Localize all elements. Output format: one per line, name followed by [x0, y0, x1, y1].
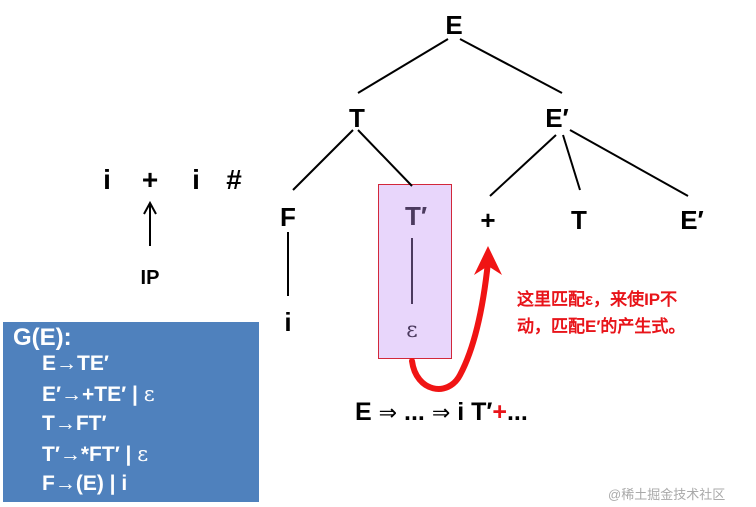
watermark: @稀土掘金技术社区: [608, 487, 726, 502]
node-t2: T: [571, 205, 587, 235]
derive-arrow-icon: ⇒: [431, 401, 451, 426]
node-epsilon: ε: [406, 318, 418, 343]
grammar-rule-3: T→FT′: [42, 412, 107, 436]
ip-pointer-label: IP: [140, 267, 160, 289]
node-tprime: T′: [404, 201, 428, 231]
edge-e-eprime: [459, 38, 563, 94]
edge-t-f: [292, 129, 354, 191]
node-plus: +: [480, 205, 496, 235]
input-symbol-1: i: [103, 164, 111, 195]
grammar-rule-4: T′→*FT′ | ε: [42, 442, 148, 467]
epsilon-symbol: ε: [143, 382, 155, 406]
node-f: F: [280, 202, 296, 232]
derivation-end: ...: [506, 398, 528, 426]
derivation-tail: i T′: [457, 398, 493, 426]
rule-text: F→(E) | i: [42, 472, 128, 495]
edge-eprime-plus: [489, 134, 557, 197]
epsilon-symbol: ε: [137, 442, 149, 466]
derivation: E ⇒ ... ⇒ i T′+...: [355, 398, 528, 427]
grammar-rule-5: F→(E) | i: [42, 472, 127, 496]
rule-text: T→FT′: [42, 412, 107, 435]
annotation-line-1: 这里匹配ε，来使IP不: [517, 290, 678, 309]
node-e-root: E: [445, 10, 463, 40]
grammar-title: G(E):: [13, 324, 72, 351]
input-symbol-2: +: [141, 164, 159, 195]
grammar-box: G(E): E→TE′ E′→+TE′ | ε T→FT′ T′→*FT′ | …: [3, 322, 259, 502]
input-symbol-4: #: [226, 164, 242, 195]
node-eprime: E′: [545, 103, 569, 133]
edge-eprime-eprime: [569, 129, 689, 197]
derivation-ellipsis: ...: [404, 398, 425, 426]
ip-arrow-head: [143, 200, 157, 215]
red-arrow-head: [474, 246, 502, 275]
node-i: i: [284, 307, 292, 337]
derivation-highlight: +: [492, 398, 507, 426]
node-eprime2: E′: [680, 205, 704, 235]
edge-eprime-t: [562, 134, 581, 191]
highlight-box-tprime: [378, 184, 452, 359]
grammar-rule-1: E→TE′: [42, 352, 109, 376]
node-t: T: [349, 103, 365, 133]
edge-e-t: [357, 38, 449, 94]
rule-text: T′→*FT′ |: [42, 443, 138, 466]
grammar-rule-2: E′→+TE′ | ε: [42, 382, 155, 407]
annotation-line-2: 动，匹配E′的产生式。: [517, 317, 686, 336]
annotation-note: 这里匹配ε，来使IP不 动，匹配E′的产生式。: [517, 286, 685, 340]
input-symbol-3: i: [192, 164, 200, 195]
derivation-start: E: [355, 398, 372, 426]
red-curved-arrow: [409, 259, 491, 392]
rule-text: E→TE′: [42, 352, 109, 375]
edge-t-tprime: [357, 129, 413, 187]
rule-text: E′→+TE′ |: [42, 383, 144, 406]
derive-arrow-icon: ⇒: [378, 401, 398, 426]
